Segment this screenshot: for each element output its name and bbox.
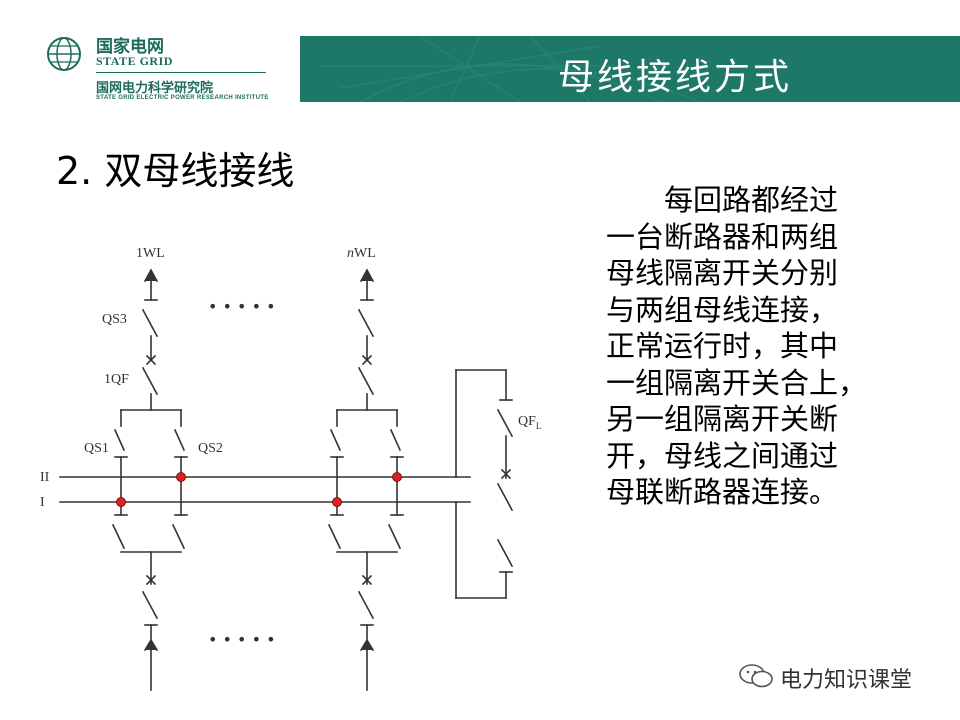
junction-node — [392, 472, 402, 482]
description-line: 一台断路器和两组 — [606, 219, 839, 254]
label-qs2: QS2 — [198, 441, 223, 456]
junction-node — [116, 497, 126, 507]
label-bus-I: I — [40, 495, 45, 510]
description-line: 一组隔离开关合上， — [606, 365, 868, 400]
label-qfl-sub: L — [536, 421, 542, 431]
logo-chinese-name: 国家电网 — [96, 37, 164, 57]
svg-text:nWL: nWL — [347, 246, 376, 261]
watermark-text: 电力知识课堂 — [780, 668, 913, 693]
label-qs1: QS1 — [84, 441, 109, 456]
description-line: 母线隔离开关分别 — [606, 256, 839, 290]
label-qs3: QS3 — [102, 312, 127, 327]
globe-logo-icon — [47, 37, 81, 71]
banner-pattern — [320, 36, 701, 102]
svg-text:QFL: QFL — [518, 414, 541, 431]
wechat-watermark: 电力知识课堂 — [738, 659, 938, 693]
logo-institute-chinese: 国网电力科学研究院 — [96, 81, 214, 96]
ellipsis-top: • • • • • — [208, 297, 276, 316]
double-bus-diagram: 1WL nWL QS3 1QF QS1 QS2 II I QFL • • • •… — [40, 246, 541, 691]
title-banner: 母线接线方式 — [300, 36, 960, 102]
wechat-icon — [739, 664, 773, 688]
description-line: 与两组母线连接， — [606, 292, 839, 327]
logo-institute-english: STATE GRID ELECTRIC POWER RESEARCH INSTI… — [96, 95, 269, 101]
state-grid-logo: 国家电网 STATE GRID 国网电力科学研究院 STATE GRID ELE… — [40, 30, 280, 110]
description-line: 正常运行时，其中 — [606, 329, 839, 363]
description-line: 母联断路器连接。 — [606, 475, 839, 509]
description-line: 每回路都经过 — [664, 183, 839, 217]
description-text: 每回路都经过 一台断路器和两组 母线隔离开关分别 与两组母线连接， 正常运行时，… — [606, 182, 924, 511]
logo-divider — [96, 72, 266, 73]
label-bus-II: II — [40, 470, 50, 485]
label-qfl: QF — [518, 414, 536, 429]
label-nwl-suffix: WL — [354, 246, 376, 261]
description-line: 另一组隔离开关断 — [606, 402, 839, 436]
page-title: 母线接线方式 — [557, 57, 792, 98]
ellipsis-bottom: • • • • • — [208, 630, 276, 649]
description-line: 开，母线之间通过 — [606, 438, 839, 473]
logo-english-name: STATE GRID — [96, 54, 173, 68]
label-1wl: 1WL — [136, 246, 165, 261]
label-1qf: 1QF — [104, 372, 129, 387]
label-nwl-prefix: n — [347, 246, 354, 261]
junction-node — [176, 472, 186, 482]
section-heading: 2. 双母线接线 — [56, 149, 295, 193]
junction-node — [332, 497, 342, 507]
